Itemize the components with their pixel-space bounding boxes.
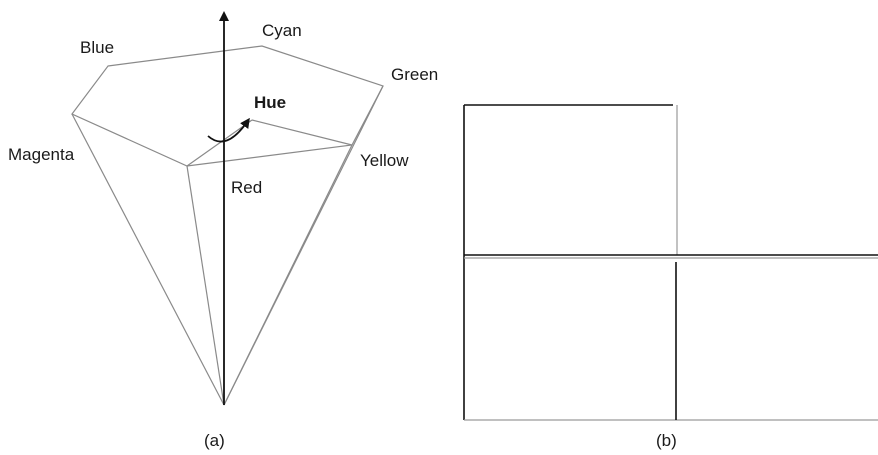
label-yellow: Yellow [360,151,409,170]
hue-arc-arrow [207,117,250,143]
panel-a-hexcone: Hue Blue Cyan Green Magenta Yellow Red (… [8,11,438,450]
hexagon-top [71,45,384,167]
caption-b: (b) [656,431,677,450]
label-hue: Hue [254,93,286,112]
hue-line-yellow [251,119,353,146]
cone-edge-green [223,85,384,406]
label-green: Green [391,65,438,84]
panel-b-grid: (b) [463,104,878,450]
caption-a: (a) [204,431,225,450]
cone-edge-red [186,165,225,406]
label-cyan: Cyan [262,21,302,40]
cone-edge-magenta [71,113,225,406]
label-blue: Blue [80,38,114,57]
label-magenta: Magenta [8,145,75,164]
label-red: Red [231,178,262,197]
